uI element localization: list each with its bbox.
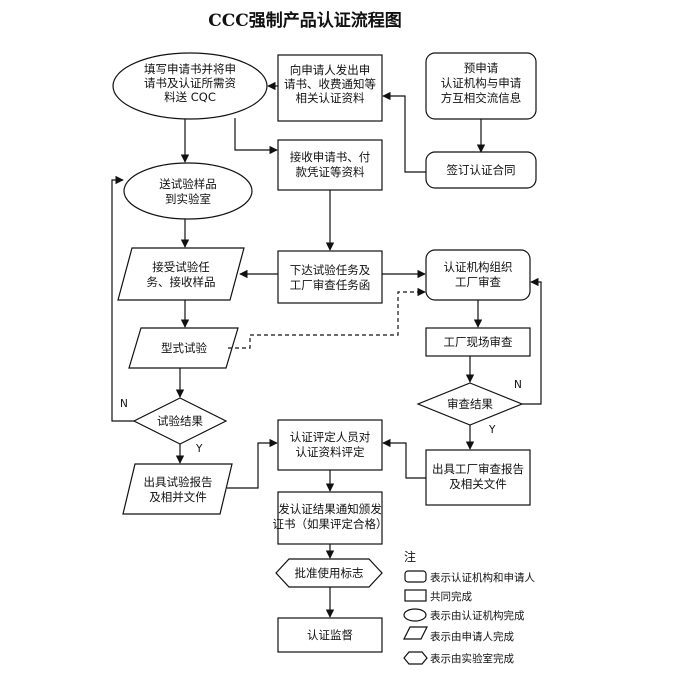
legend-item-1: 共同完成 [430,590,472,603]
text-issue-application-line-2: 相关认证资料 [296,91,365,105]
legend-symbol-rounded [404,570,427,583]
text-accept-task-line-1: 务、接收样品 [147,275,216,289]
text-audit-report-line-1: 及相关文件 [449,477,507,491]
text-approve-mark: 批准使用标志 [295,566,364,580]
text-receive-application: 接收申请书、付款凭证等资料 [290,150,371,179]
text-issue-task-line-1: 工厂审查任务函 [290,278,371,292]
node-issue-task [277,250,383,304]
text-test-result-line-0: 试验结果 [157,414,203,428]
label-test-yes: Y [195,443,203,455]
text-audit-report-line-0: 出具工厂审查报告 [432,462,524,476]
text-issue-application-line-1: 请书、收费通知等 [284,77,376,91]
text-pre-application-line-1: 认证机构与申请 [441,76,522,90]
text-issue-application-line-0: 向申请人发出申 [290,63,371,77]
text-organize-audit-line-1: 工厂审查 [455,275,501,289]
text-type-test: 型式试验 [161,341,207,355]
text-fill-application: 填写申请书并将申请书及认证所需资料送 CQC [144,62,236,104]
text-pre-application-line-2: 方互相交流信息 [441,91,522,105]
label-test-no: N [120,398,128,410]
text-evaluator-line-0: 认证评定人员对 [290,430,371,444]
text-test-result: 试验结果 [157,414,203,428]
text-test-report-line-0: 出具试验报告 [144,475,213,489]
text-type-test-line-0: 型式试验 [161,341,207,355]
edge-audit-no-loop [522,277,542,405]
text-evaluator-line-1: 认证资料评定 [296,445,365,459]
node-approve-mark [275,558,383,588]
text-send-samples: 送试验样品到实验室 [159,177,217,206]
text-accept-task: 接受试验任务、接收样品 [147,260,216,289]
legend-symbol-parallelogram [403,626,428,640]
edge-sign-to-issue [382,91,426,173]
text-receive-application-line-0: 接收申请书、付 [290,150,371,164]
legend-item-3: 表示由申请人完成 [430,630,514,643]
node-supervision [277,617,383,653]
node-accept-task [117,247,245,301]
text-result-notice-line-1: 证书（如果评定合格） [273,517,388,531]
edge-test-report-to-eval [227,438,278,489]
text-fill-application-line-2: 料送 CQC [164,90,216,104]
text-sign-contract-line-0: 签订认证合同 [447,163,516,177]
text-receive-application-line-1: 款凭证等资料 [296,165,365,179]
node-factory-audit [425,327,531,357]
text-test-report-line-1: 及相并文件 [149,490,207,504]
text-send-samples-line-1: 到实验室 [165,192,211,206]
text-sign-contract: 签订认证合同 [447,163,516,177]
node-fill-application [112,52,268,120]
text-result-notice: 发认证结果通知颁发证书（如果评定合格） [273,502,388,531]
node-type-test [128,327,239,369]
text-factory-audit: 工厂现场审查 [444,335,513,349]
label-audit-no: N [514,379,522,391]
text-supervision: 认证监督 [307,628,353,642]
text-issue-task: 下达试验任务及工厂审查任务函 [290,263,371,292]
legend-header: 注 [404,549,416,564]
legend-item-0: 表示认证机构和申请人 [430,571,535,584]
text-test-report: 出具试验报告及相并文件 [144,475,213,504]
legend-symbol-ellipse [403,608,427,622]
text-supervision-line-0: 认证监督 [307,628,353,642]
text-pre-application: 预申请认证机构与申请方互相交流信息 [441,61,522,105]
text-send-samples-line-0: 送试验样品 [159,177,217,191]
text-pre-application-line-0: 预申请 [464,61,499,75]
text-accept-task-line-0: 接受试验任 [152,260,210,274]
node-test-report [122,463,233,515]
text-fill-application-line-1: 请书及认证所需资 [144,76,236,90]
text-fill-application-line-0: 填写申请书并将申 [144,62,236,76]
node-issue-application [277,54,383,122]
label-audit-yes: Y [488,424,496,436]
legend-item-4: 表示由实验室完成 [430,652,514,665]
text-audit-report: 出具工厂审查报告及相关文件 [432,462,524,491]
text-organize-audit: 认证机构组织工厂审查 [444,260,513,289]
text-organize-audit-line-0: 认证机构组织 [444,260,513,274]
diagram-title: CCC强制产品认证流程图 [208,10,402,31]
edge-audit-report-to-eval [382,438,426,479]
edge-dashed-type-to-audit [228,287,426,349]
text-result-notice-line-0: 发认证结果通知颁发 [278,502,382,516]
text-evaluator: 认证评定人员对认证资料评定 [290,430,371,459]
legend-symbol-hexagon [403,651,428,665]
text-approve-mark-line-0: 批准使用标志 [295,566,364,580]
text-issue-application: 向申请人发出申请书、收费通知等相关认证资料 [284,63,376,105]
text-audit-result-line-0: 审查结果 [447,397,493,411]
node-send-samples [123,162,253,220]
text-factory-audit-line-0: 工厂现场审查 [444,335,513,349]
edge-fill-to-receive [234,118,278,155]
legend-item-2: 表示由认证机构完成 [430,609,525,622]
text-issue-task-line-0: 下达试验任务及 [290,263,371,277]
legend-symbol-rect [404,589,427,602]
text-audit-result: 审查结果 [447,397,493,411]
edge-result-no-loop [111,175,134,422]
